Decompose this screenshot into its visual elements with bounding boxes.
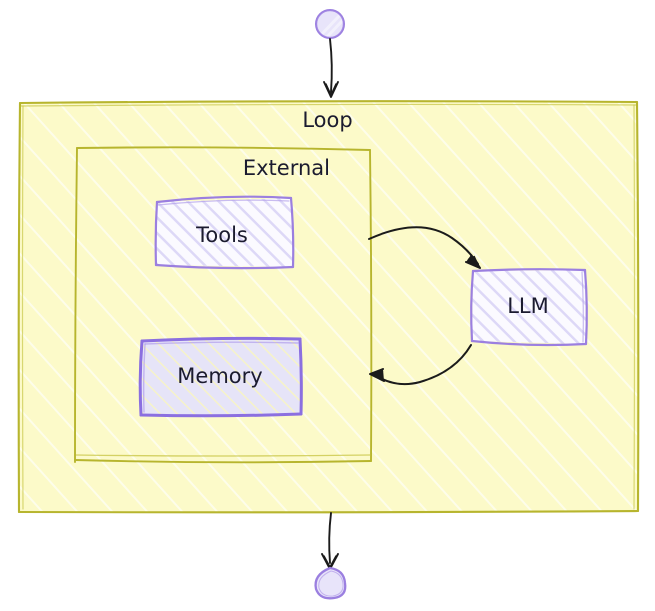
tools-node[interactable] [154,195,295,270]
start-node[interactable] [315,9,345,39]
end-node[interactable] [314,566,347,600]
edge-loop-to-end [321,512,339,570]
edge-start-to-loop [323,38,339,98]
edge-external-to-llm [368,226,481,269]
edge-llm-to-external [369,344,472,386]
memory-node[interactable] [138,336,303,418]
llm-node[interactable] [470,268,588,347]
